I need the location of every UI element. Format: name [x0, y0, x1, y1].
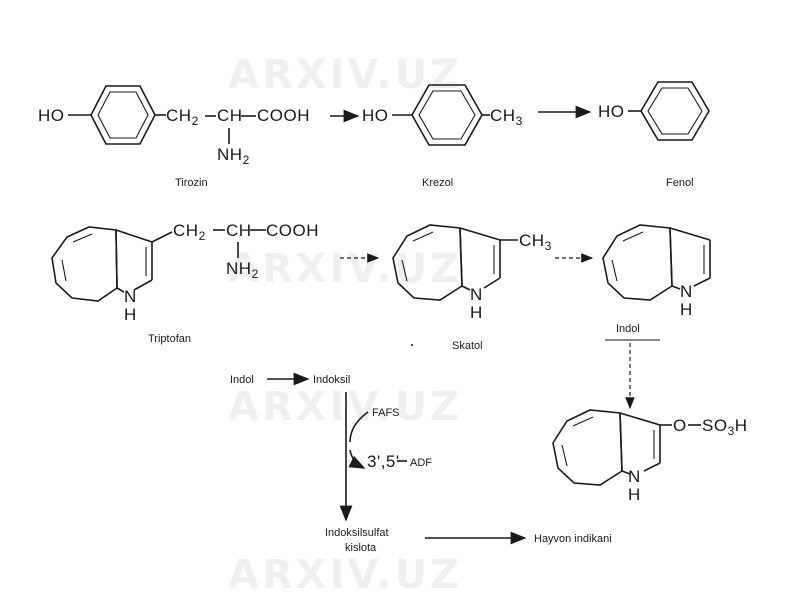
hydroxyl-label: HO	[362, 106, 389, 125]
triptofan-caption: Triptofan	[148, 333, 191, 345]
watermark-text: ARXIV.UZ	[228, 52, 462, 98]
ch2-label: CH2	[173, 221, 206, 243]
fafs-label: FAFS	[372, 407, 400, 419]
indol-caption: Indol	[616, 323, 640, 335]
indol-label: Indol	[230, 374, 254, 386]
hydroxyl-label: HO	[598, 102, 625, 121]
hydroxyl-label: HO	[38, 106, 65, 125]
nh2-label: NH2	[217, 145, 250, 167]
product-label: Hayvon indikani	[534, 533, 612, 545]
nitrogen-label: N	[470, 285, 483, 304]
hydrogen-label: H	[628, 485, 641, 504]
ch-label: CH	[226, 221, 252, 240]
watermark-text: ARXIV.UZ	[228, 384, 462, 430]
cooh-label: COOH	[266, 221, 319, 240]
tirozin-caption: Tirozin	[175, 177, 208, 189]
tirozin-structure: HO CH2 CH COOH NH2 Tirozin	[38, 85, 310, 189]
hydrogen-label: H	[470, 303, 483, 322]
nucleotide-number: 3',5'	[367, 452, 400, 471]
benzene-ring	[90, 85, 156, 145]
indoksil-label: Indoksil	[313, 374, 350, 386]
nitrogen-label: N	[628, 467, 641, 486]
ch3-label: CH3	[519, 231, 552, 253]
ch3-label: CH3	[490, 106, 523, 128]
indol-structure: N H Indol	[602, 224, 711, 341]
indikan-structure: N H O SO3H	[552, 409, 748, 504]
oxygen-label: O	[673, 416, 687, 435]
indoksil-scheme: Indol Indoksil FAFS 3',5' ADF Indoksilsu…	[230, 372, 612, 554]
krezol-structure: HO CH3 Krezol	[362, 84, 523, 189]
nitrogen-label: N	[124, 287, 137, 306]
acid-label-line2: kislota	[345, 542, 377, 554]
nh2-label: NH2	[226, 259, 259, 281]
watermark-text: ARXIV.UZ	[228, 246, 462, 292]
watermark-text: ARXIV.UZ	[228, 552, 462, 598]
skatol-caption: Skatol	[452, 340, 483, 352]
krezol-caption: Krezol	[422, 177, 453, 189]
fenol-caption: Fenol	[666, 177, 694, 189]
acid-label-line1: Indoksilsulfat	[325, 527, 389, 539]
sulfonic-group-label: SO3H	[702, 416, 748, 438]
hydrogen-label: H	[124, 305, 137, 324]
ch2-label: CH2	[166, 106, 199, 128]
triptofan-structure: N H CH2 CH COOH NH2 Triptofan	[51, 221, 319, 345]
ch-label: CH	[217, 106, 243, 125]
watermark: ARXIV.UZ ARXIV.UZ ARXIV.UZ ARXIV.UZ	[228, 52, 462, 598]
adf-label: ADF	[410, 457, 432, 469]
fenol-structure: HO Fenol	[598, 81, 710, 189]
hydrogen-label: H	[680, 300, 693, 319]
skatol-structure: N H CH3 Skatol	[392, 224, 552, 352]
nitrogen-label: N	[680, 282, 693, 301]
cooh-label: COOH	[257, 106, 310, 125]
